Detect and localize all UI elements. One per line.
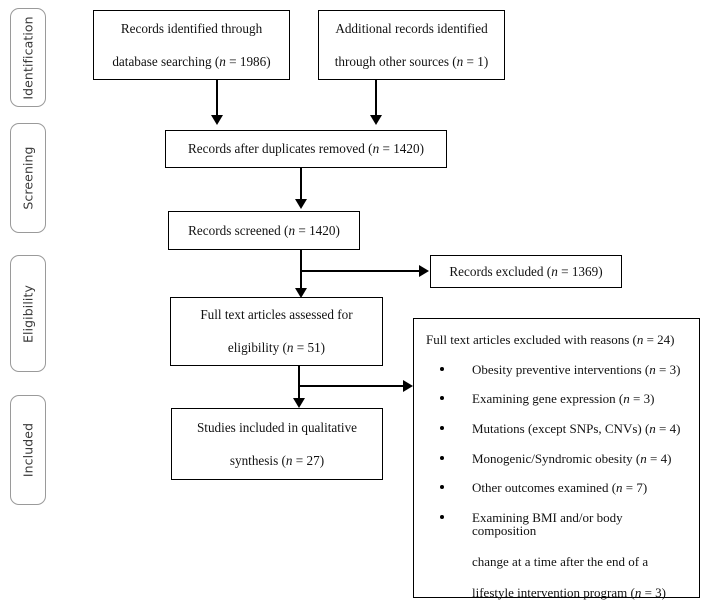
reason-text-line3: lifestyle intervention program (n = 3): [472, 584, 666, 600]
bullet-icon: [440, 485, 444, 490]
connector-db-to-dedup: [216, 80, 218, 118]
arrowhead-dedup-to-screened: [294, 199, 307, 209]
connector-other-to-dedup: [375, 80, 377, 118]
box-records-identified-database: Records identified through database sear…: [93, 10, 290, 80]
reason-text: Monogenic/Syndromic obesity (n = 4): [472, 450, 672, 466]
box-db-search-line1: Records identified through: [120, 20, 263, 36]
stage-identification: Identification: [10, 8, 46, 107]
arrowhead-db-to-dedup: [210, 115, 223, 125]
reason-text: Examining gene expression (n = 3): [472, 391, 655, 407]
stage-identification-label: Identification: [20, 15, 36, 100]
reason-item: Examining BMI and/or body composition ch…: [426, 511, 689, 600]
arrowhead-other-to-dedup: [369, 115, 382, 125]
box-records-screened: Records screened (n = 1420): [168, 211, 360, 250]
reason-item: Obesity preventive interventions (n = 3): [426, 361, 689, 377]
reasons-heading: Full text articles excluded with reasons…: [426, 332, 675, 347]
reasons-list: Obesity preventive interventions (n = 3)…: [426, 361, 689, 600]
box-studies-included-line1: Studies included in qualitative: [196, 419, 358, 435]
bullet-icon: [440, 425, 444, 430]
reason-item: Other outcomes examined (n = 7): [426, 481, 689, 495]
box-fulltext-assessed-eligibility: Full text articles assessed for eligibil…: [170, 297, 383, 366]
box-db-search-line2: database searching (n = 1986): [112, 53, 271, 69]
reason-text-line2: change at a time after the end of a: [472, 554, 649, 570]
box-records-screened-line1: Records screened (n = 1420): [188, 222, 340, 238]
connector-fulltext-down: [298, 366, 300, 402]
connector-dedup-to-screened: [300, 168, 302, 201]
bullet-icon: [440, 366, 444, 371]
connector-fulltext-to-reasons: [298, 385, 404, 387]
box-records-excluded: Records excluded (n = 1369): [430, 255, 622, 288]
box-records-after-duplicates-removed: Records after duplicates removed (n = 14…: [165, 130, 447, 168]
arrowhead-screened-to-excluded: [419, 264, 429, 277]
reason-text: Other outcomes examined (n = 7): [472, 480, 648, 496]
box-records-excluded-line1: Records excluded (n = 1369): [449, 263, 603, 279]
bullet-icon: [440, 396, 444, 401]
box-fulltext-assessed-line1: Full text articles assessed for: [200, 307, 353, 323]
box-studies-included-qualitative: Studies included in qualitative synthesi…: [171, 408, 383, 480]
reason-text: Examining BMI and/or body composition: [472, 509, 623, 539]
connector-screened-to-excluded: [300, 270, 420, 272]
box-fulltext-assessed-line2: eligibility (n = 51): [227, 340, 326, 355]
bullet-icon: [440, 455, 444, 460]
reason-item: Monogenic/Syndromic obesity (n = 4): [426, 450, 689, 466]
reason-text: Mutations (except SNPs, CNVs) (n = 4): [472, 420, 681, 436]
arrowhead-fulltext-to-reasons: [403, 379, 413, 392]
stage-included: Included: [10, 395, 46, 505]
box-other-sources-line2: through other sources (n = 1): [334, 53, 489, 69]
box-fulltext-excluded-with-reasons: Full text articles excluded with reasons…: [413, 318, 700, 600]
box-additional-records-other-sources: Additional records identified through ot…: [318, 10, 505, 80]
bullet-icon: [440, 514, 444, 519]
box-duplicates-removed-line1: Records after duplicates removed (n = 14…: [188, 141, 424, 157]
reason-text: Obesity preventive interventions (n = 3): [472, 361, 681, 377]
stage-eligibility: Eligibility: [10, 255, 46, 372]
arrowhead-fulltext-to-studies: [292, 398, 305, 408]
reason-item: Examining gene expression (n = 3): [426, 392, 689, 406]
stage-included-label: Included: [20, 422, 36, 478]
stage-screening: Screening: [10, 123, 46, 233]
stage-eligibility-label: Eligibility: [20, 284, 36, 343]
arrowhead-screened-to-fulltext: [294, 288, 307, 298]
box-studies-included-line2: synthesis (n = 27): [229, 452, 325, 468]
reason-item: Mutations (except SNPs, CNVs) (n = 4): [426, 422, 689, 436]
box-other-sources-line1: Additional records identified: [335, 20, 488, 36]
stage-screening-label: Screening: [20, 146, 36, 210]
